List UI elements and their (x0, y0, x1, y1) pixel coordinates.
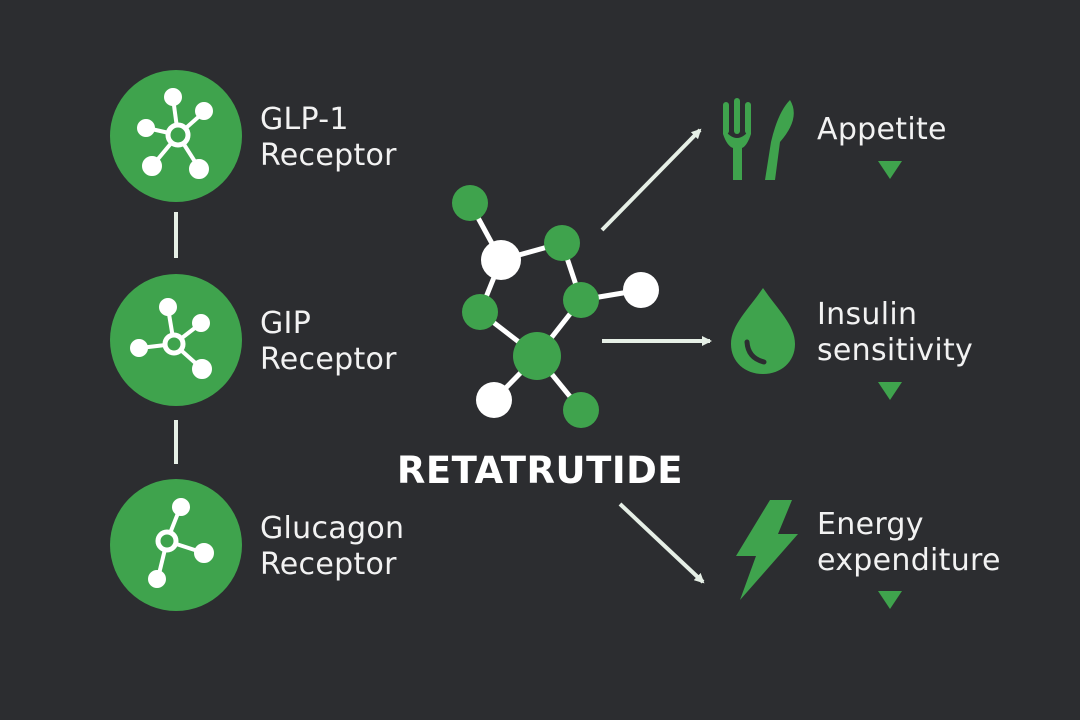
fork-knife-icon (723, 98, 794, 180)
receptor-icon-glucagon (110, 479, 242, 611)
receptor-type: Receptor (260, 138, 397, 173)
receptor-label-glp1: GLP-1 Receptor (260, 102, 397, 174)
effect-name-line2: expenditure (817, 543, 1001, 578)
effect-name-line2: sensitivity (817, 333, 974, 368)
receptor-icon-glp1 (110, 70, 242, 202)
receptor-label-gip: GIP Receptor (260, 306, 397, 378)
receptor-name: Glucagon (260, 511, 405, 546)
arrow-to-energy (618, 502, 705, 584)
receptor-type: Receptor (260, 342, 397, 377)
receptor-name: GIP (260, 306, 312, 341)
receptor-icon-gip (110, 274, 242, 406)
effect-name: Appetite (817, 112, 947, 147)
lightning-bolt-icon (736, 500, 798, 600)
receptor-type: Receptor (260, 547, 397, 582)
receptor-name: GLP-1 (260, 102, 349, 137)
molecule-icon (452, 185, 659, 428)
drug-name: RETATRUTIDE (396, 449, 684, 492)
effect-label-appetite: Appetite (817, 112, 947, 148)
receptor-label-glucagon: Glucagon Receptor (260, 511, 404, 583)
decrease-triangle-icon (878, 382, 902, 400)
effect-label-insulin: Insulin sensitivity (817, 297, 973, 369)
effect-label-energy: Energy expenditure (817, 507, 1001, 579)
decrease-triangle-icon (878, 591, 902, 609)
effect-name: Insulin (817, 297, 918, 332)
droplet-icon (731, 288, 795, 374)
effect-name: Energy (817, 507, 924, 542)
decrease-triangle-icon (878, 161, 902, 179)
arrow-to-appetite (600, 128, 702, 232)
